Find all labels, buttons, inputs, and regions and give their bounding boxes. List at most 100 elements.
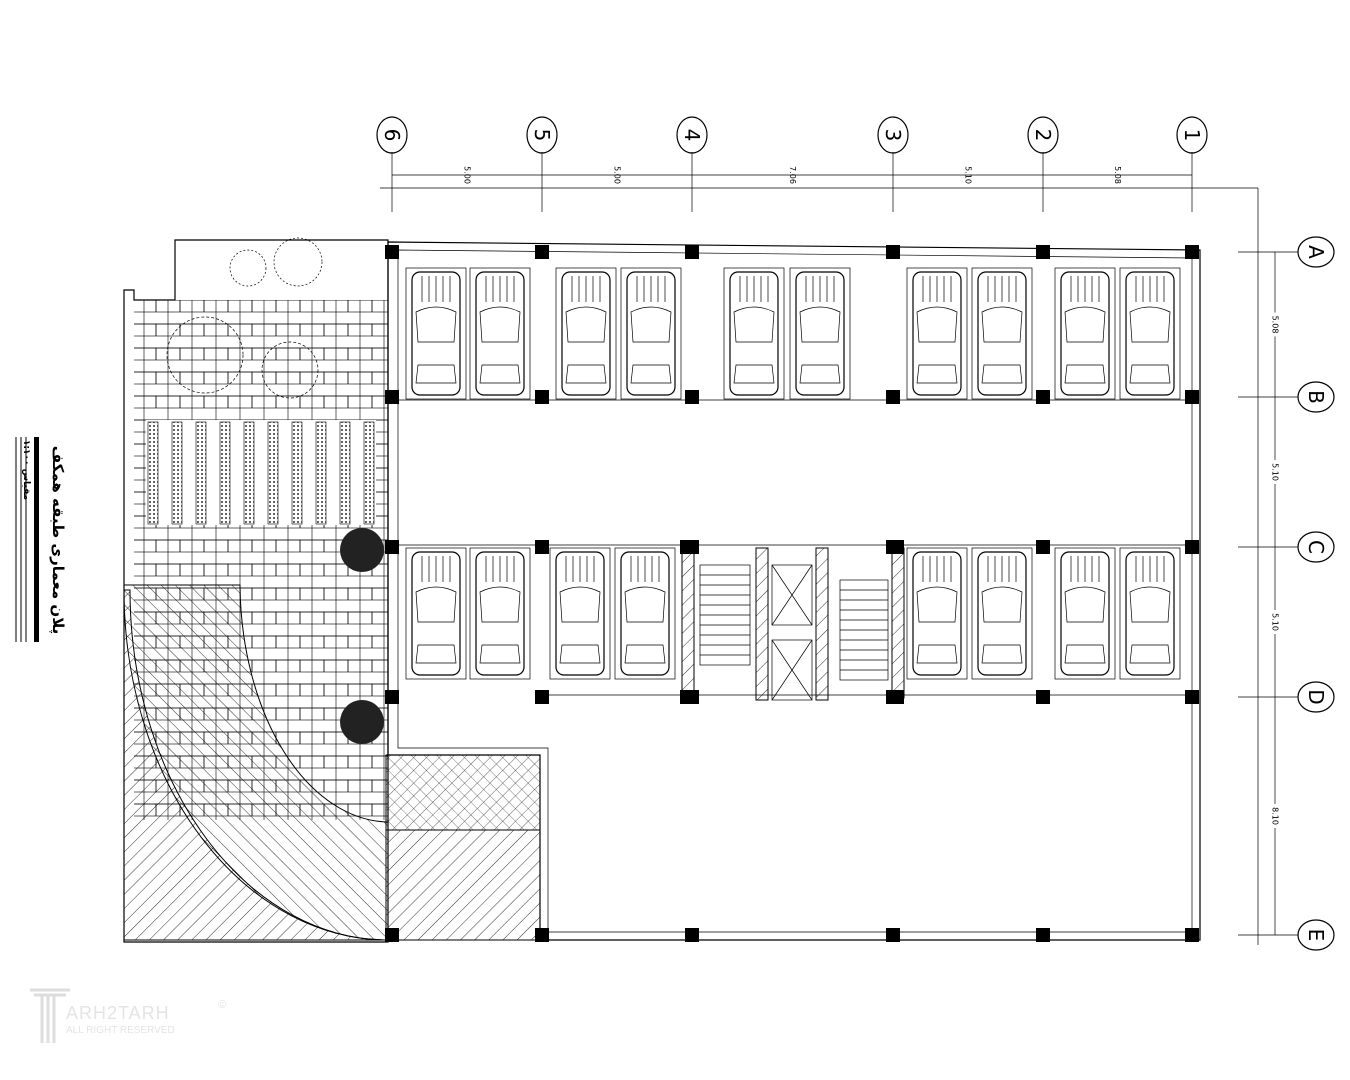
parking-space-car <box>1119 267 1181 400</box>
column <box>385 390 399 404</box>
drawing-title: پلان معماری طبقه همکف <box>49 445 67 635</box>
column-dimension: 5.00 <box>613 166 622 184</box>
column <box>1036 690 1050 704</box>
landscape-area <box>123 237 541 943</box>
row-dimension: 8.10 <box>1271 807 1280 825</box>
stair-elevator-core <box>681 547 905 701</box>
planter-strip <box>243 421 255 525</box>
column-dimension: 5.00 <box>463 166 472 184</box>
grid-row-label: D <box>1304 689 1328 704</box>
column <box>385 540 399 554</box>
parking-space-car <box>614 547 676 680</box>
grid-column-label: 4 <box>680 129 704 142</box>
planter-strip <box>315 421 327 525</box>
watermark-rights: ALL RIGHT RESERVED <box>66 1025 175 1036</box>
grid-column-label: 2 <box>1031 129 1055 142</box>
column <box>1036 928 1050 942</box>
column <box>535 540 549 554</box>
planter-strip <box>267 421 279 525</box>
column <box>535 690 549 704</box>
parking-space-car <box>906 267 968 400</box>
column <box>886 928 900 942</box>
grid-bubble <box>376 116 408 154</box>
parking-space-car <box>971 267 1033 400</box>
row-dimension: 5.10 <box>1271 463 1280 481</box>
parking-space-car <box>789 267 851 400</box>
grid-bubble <box>1176 116 1208 154</box>
column <box>535 245 549 259</box>
planter-strip <box>147 421 159 525</box>
structural-columns <box>385 245 1199 942</box>
grid-bubble <box>1297 381 1335 413</box>
column-logo-icon <box>30 988 70 1043</box>
column <box>1185 690 1199 704</box>
title-block <box>8 432 48 642</box>
parking-space-car <box>469 267 531 400</box>
parking-space-car <box>971 547 1033 680</box>
grid-column-label: 3 <box>881 129 905 142</box>
grid-row-label: B <box>1304 390 1328 404</box>
grid-row-label: C <box>1304 540 1328 554</box>
grid-row-label: A <box>1304 245 1328 259</box>
row-dimension: 5.10 <box>1271 613 1280 631</box>
grid-bubble <box>877 116 909 154</box>
parking-space-car <box>555 267 617 400</box>
column <box>535 928 549 942</box>
parking-space-car <box>405 547 467 680</box>
grid-bubble <box>1027 116 1059 154</box>
grid-bubble <box>1297 681 1335 713</box>
parking-space-car <box>723 267 785 400</box>
grid-column-label: 5 <box>530 129 554 142</box>
parking-spaces <box>405 267 1181 680</box>
parking-space-car <box>1054 547 1116 680</box>
planter-strip <box>291 421 303 525</box>
grid-bubble <box>676 116 708 154</box>
column <box>886 245 900 259</box>
parking-space-car <box>405 267 467 400</box>
planter-strip <box>339 421 351 525</box>
parking-space-car <box>906 547 968 680</box>
title-underline-bars <box>15 437 39 642</box>
copyright-symbol: © <box>218 999 227 1011</box>
column <box>685 390 699 404</box>
column <box>886 390 900 404</box>
column-dimension: 5.10 <box>964 166 973 184</box>
column <box>685 928 699 942</box>
grid-row-label: E <box>1304 929 1328 942</box>
column <box>1036 540 1050 554</box>
column <box>1185 540 1199 554</box>
grid-bubble <box>526 116 558 154</box>
column <box>685 245 699 259</box>
column-dimension: 5.08 <box>1113 166 1122 184</box>
column <box>385 690 399 704</box>
grid-bubble <box>1297 919 1335 951</box>
row-dimension: 5.08 <box>1271 316 1280 334</box>
grid-column-label: 1 <box>1180 129 1204 142</box>
column-dimension: 7.06 <box>788 166 797 184</box>
column <box>1036 390 1050 404</box>
planter-strip <box>195 421 207 525</box>
column <box>1185 390 1199 404</box>
watermark-brand: ARH2TARH <box>66 1003 170 1023</box>
column <box>1185 245 1199 259</box>
column <box>1185 928 1199 942</box>
parking-space-car <box>1119 547 1181 680</box>
column <box>680 690 694 704</box>
parking-space-car <box>620 267 682 400</box>
drawing-scale: مقیاس ۱:۱۰۰ <box>21 439 31 501</box>
column <box>890 690 904 704</box>
planter-strip <box>171 421 183 525</box>
column <box>385 928 399 942</box>
column <box>680 540 694 554</box>
column <box>385 245 399 259</box>
grid-bubble <box>1297 531 1335 563</box>
parking-space-car <box>549 547 611 680</box>
planter-strip <box>363 421 375 525</box>
grid-bubble <box>1297 236 1335 268</box>
parking-space-car <box>469 547 531 680</box>
planter-strip <box>219 421 231 525</box>
column <box>890 540 904 554</box>
